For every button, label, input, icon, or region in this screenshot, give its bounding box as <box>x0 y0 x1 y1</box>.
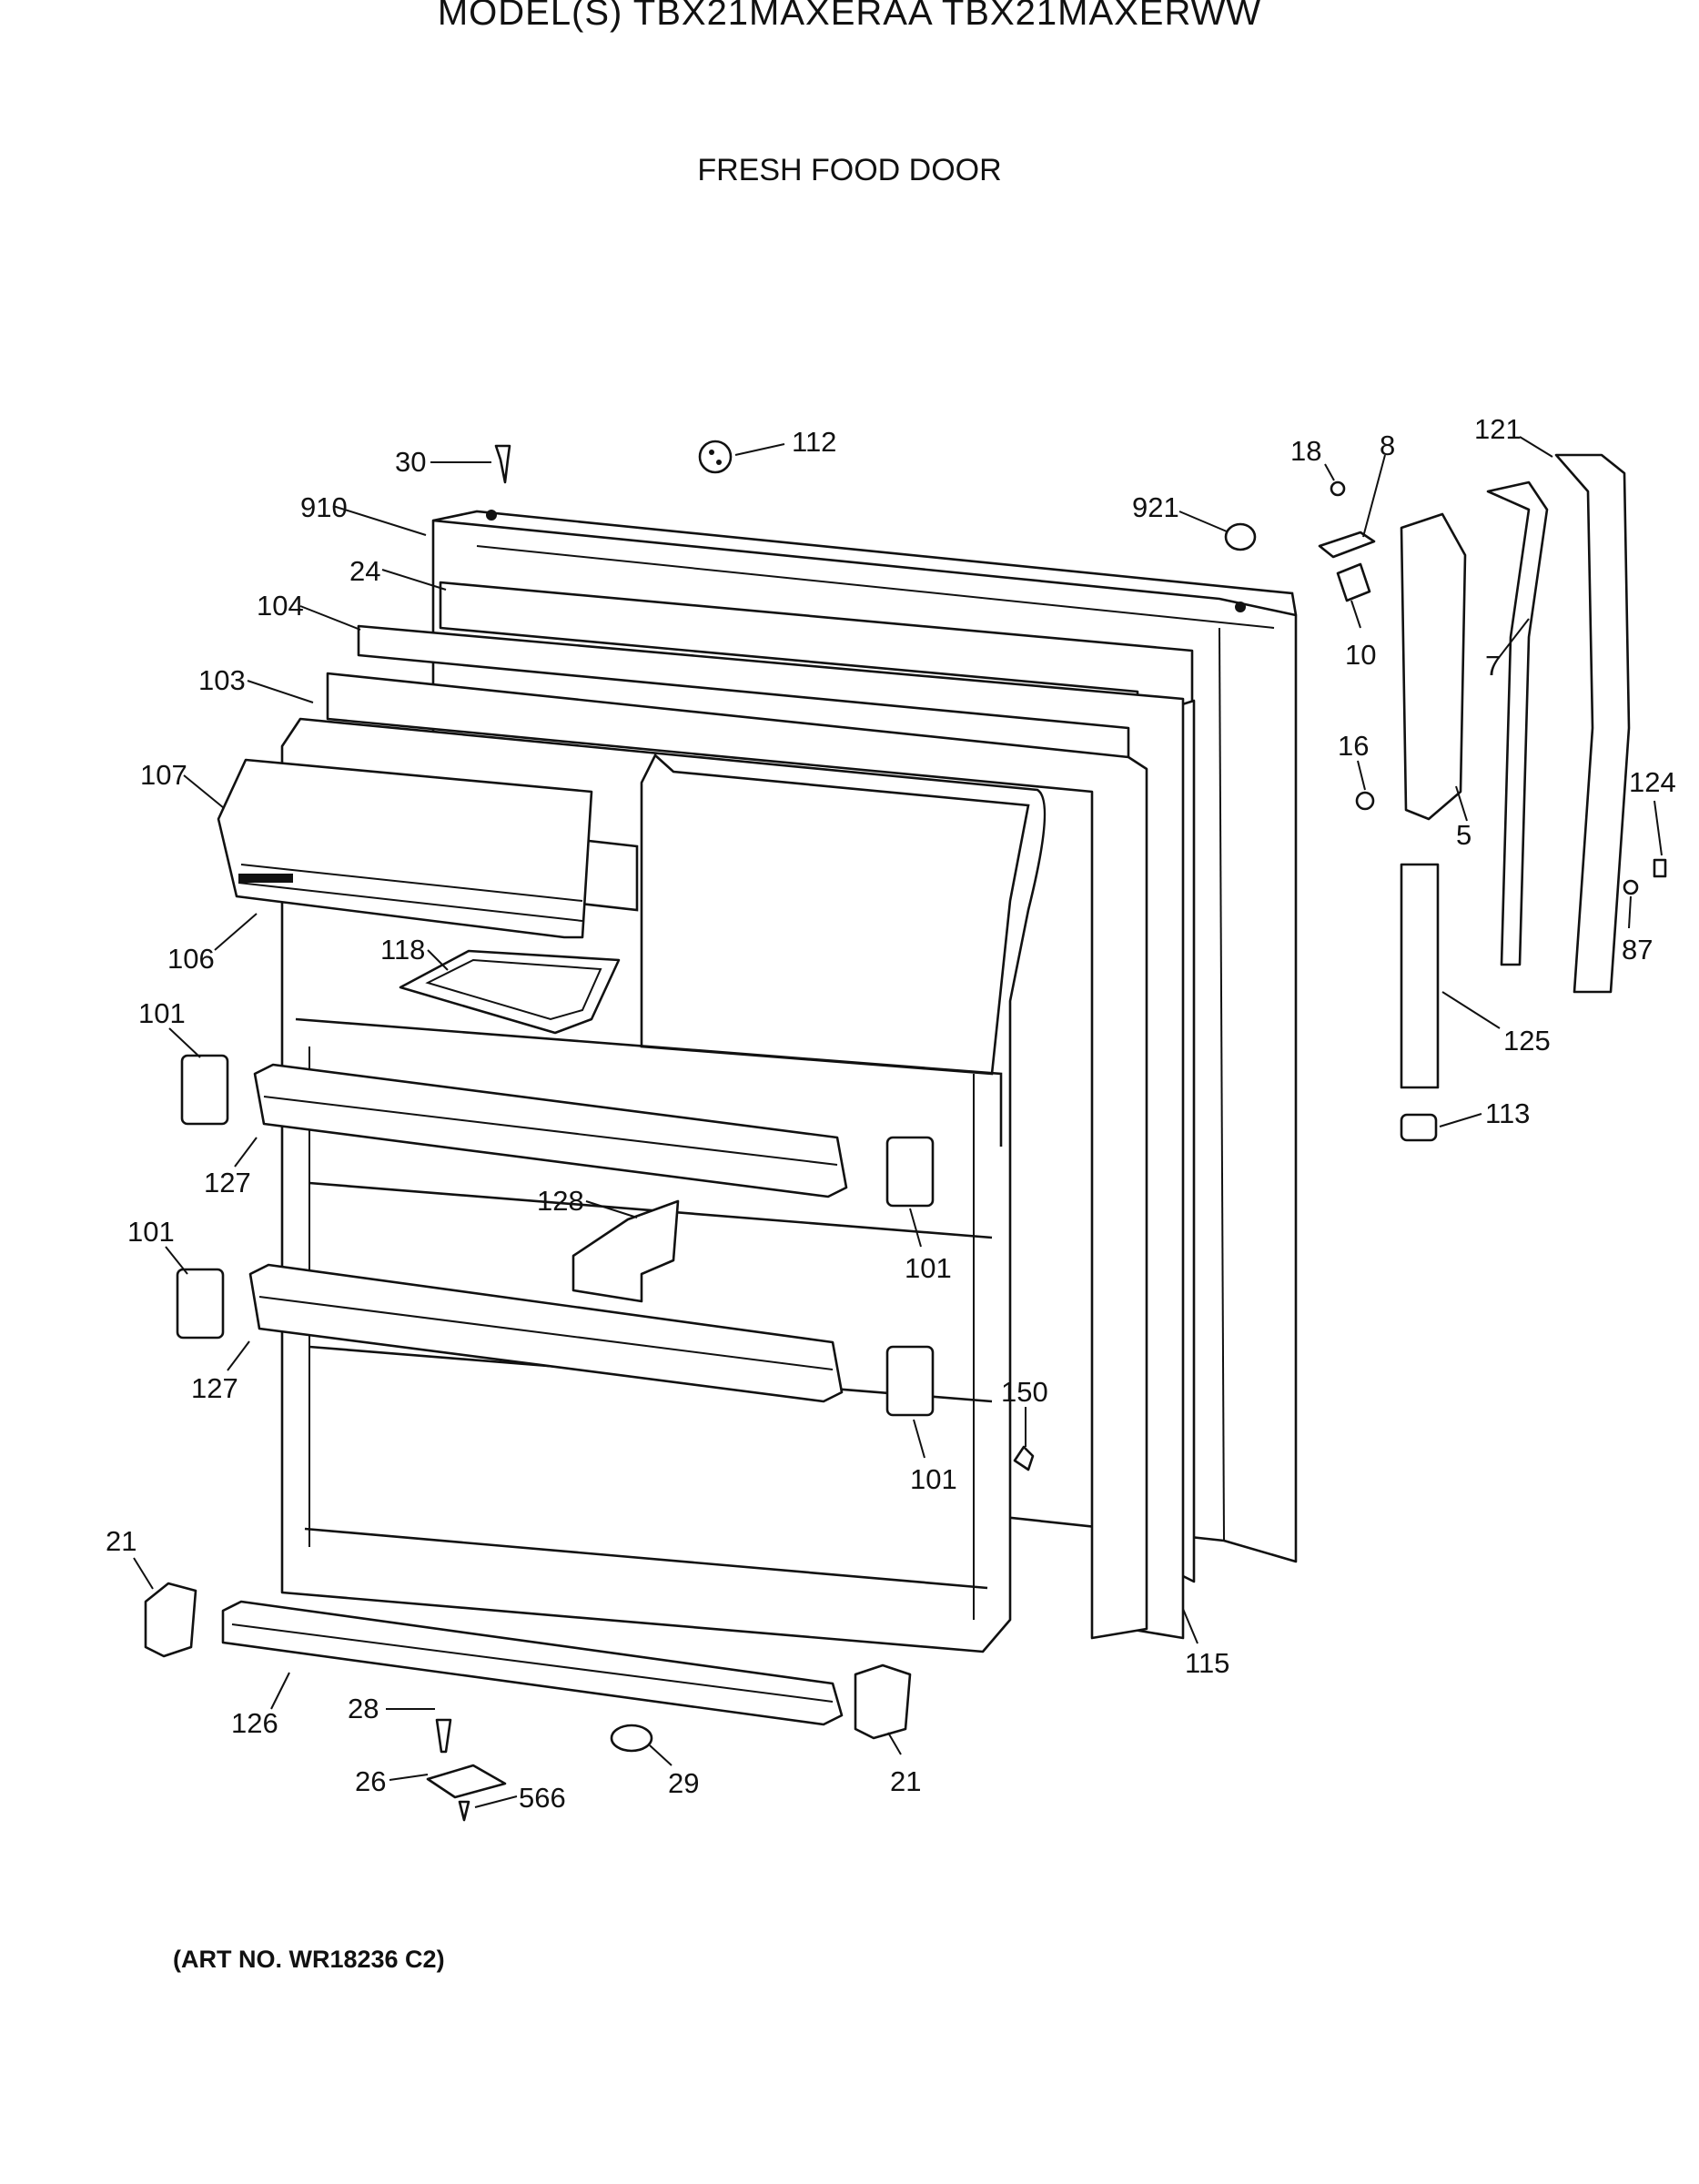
callout-101: 101 <box>127 1216 175 1248</box>
callout-124: 124 <box>1629 766 1676 798</box>
callout-101: 101 <box>905 1252 952 1284</box>
callout-18: 18 <box>1290 435 1321 467</box>
callout-labels: 30 112 910 24 104 103 107 106 118 101 12… <box>106 413 1676 1814</box>
callout-126: 126 <box>231 1707 278 1739</box>
callout-910: 910 <box>300 491 348 523</box>
callout-150: 150 <box>1001 1376 1048 1408</box>
callout-127: 127 <box>191 1372 238 1404</box>
callout-87: 87 <box>1622 934 1653 966</box>
shelf-divider <box>571 1199 680 1303</box>
callout-21: 21 <box>106 1525 137 1557</box>
shelf-bracket-101 <box>176 1054 935 1417</box>
door-shelf-bar-upper <box>253 1063 848 1198</box>
callout-104: 104 <box>257 590 304 622</box>
door-shelf-bar-lower <box>248 1263 844 1403</box>
diagram-title: MODEL(S) TBX21MAXERAA TBX21MAXERWW <box>437 0 1262 33</box>
callout-5: 5 <box>1456 819 1471 851</box>
callout-101: 101 <box>910 1463 957 1495</box>
callout-21: 21 <box>890 1765 921 1797</box>
callout-127: 127 <box>204 1167 251 1198</box>
callout-29: 29 <box>668 1767 699 1799</box>
small-parts <box>426 440 1667 1822</box>
callout-30: 30 <box>395 446 426 478</box>
callout-8: 8 <box>1380 430 1395 461</box>
door-liner-frame <box>326 672 1148 1640</box>
callout-10: 10 <box>1345 639 1376 671</box>
callout-103: 103 <box>198 664 246 696</box>
callout-28: 28 <box>348 1693 379 1724</box>
callout-128: 128 <box>537 1185 584 1217</box>
callout-16: 16 <box>1338 730 1369 762</box>
bottom-trim <box>221 1600 844 1726</box>
callout-118: 118 <box>380 934 425 966</box>
egg-tray <box>399 949 621 1035</box>
callout-121: 121 <box>1474 413 1522 445</box>
hinge-21 <box>144 1582 912 1740</box>
art-number: (ART NO. WR18236 C2) <box>173 1946 445 1973</box>
callout-113: 113 <box>1485 1097 1530 1129</box>
callout-106: 106 <box>167 943 215 975</box>
dairy-door <box>217 758 593 939</box>
callout-115: 115 <box>1185 1647 1229 1679</box>
callout-566: 566 <box>519 1782 566 1814</box>
callout-7: 7 <box>1485 650 1501 682</box>
callout-112: 112 <box>792 426 836 458</box>
diagram-subtitle: FRESH FOOD DOOR <box>697 153 1002 187</box>
callout-101: 101 <box>138 997 186 1029</box>
callout-107: 107 <box>140 759 187 791</box>
callout-921: 921 <box>1132 491 1179 523</box>
callout-24: 24 <box>349 555 380 587</box>
callout-26: 26 <box>355 1765 386 1797</box>
leader-lines <box>133 436 1663 1808</box>
callout-125: 125 <box>1503 1025 1551 1057</box>
